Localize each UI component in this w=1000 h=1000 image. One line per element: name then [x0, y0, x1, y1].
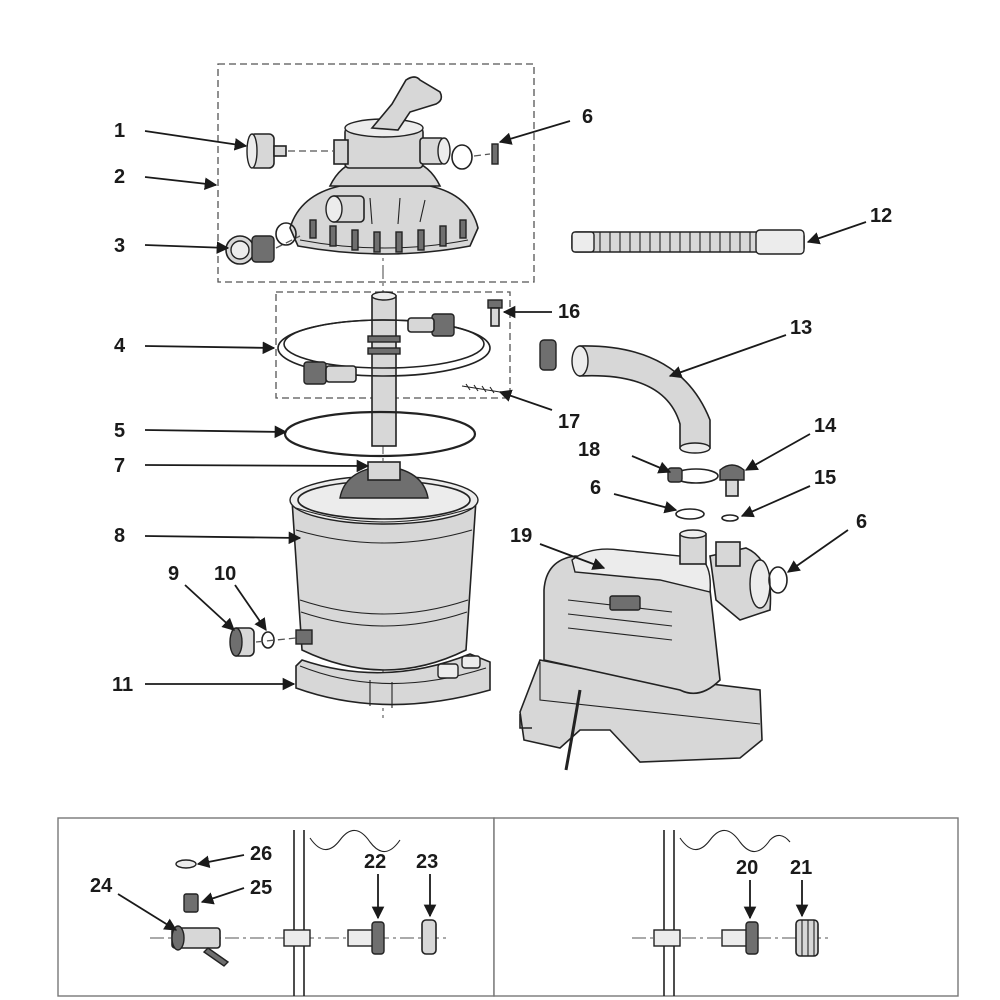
label-21: 21	[790, 857, 812, 879]
label-13: 13	[790, 317, 812, 339]
label-14: 14	[814, 415, 837, 437]
right-panel-drawing	[632, 829, 832, 996]
label-19: 19	[510, 525, 532, 547]
label-15: 15	[814, 467, 836, 489]
multiport-valve	[289, 76, 479, 255]
left-panel-drawing	[150, 829, 450, 996]
o-ring-port	[275, 222, 297, 246]
right-detail-panel	[493, 817, 959, 997]
washer-15	[721, 514, 739, 522]
label-6b: 6	[590, 477, 601, 499]
label-6c: 6	[856, 511, 867, 533]
pressure-gauge	[225, 235, 301, 265]
clamp-assembly	[277, 291, 491, 447]
callout-labels: 1 2 3 4 5 6 6 6 7 8 9 10 11 12 13 14 15 …	[90, 106, 892, 899]
clamp-bolt	[487, 299, 503, 327]
o-ring-valve	[451, 144, 473, 170]
drain-cap	[229, 627, 255, 657]
label-1: 1	[114, 120, 125, 142]
label-5: 5	[114, 420, 125, 442]
label-12: 12	[870, 205, 892, 227]
leader-lines	[117, 120, 867, 931]
label-17: 17	[558, 411, 580, 433]
o-ring-mid	[675, 508, 705, 520]
label-11: 11	[112, 674, 133, 696]
label-22: 22	[364, 851, 386, 873]
hose-fitting	[539, 339, 557, 371]
left-detail-panel	[57, 817, 495, 997]
label-6a: 6	[582, 106, 593, 128]
label-20: 20	[736, 857, 758, 879]
valve-group-box	[217, 63, 535, 283]
hose-clamp	[667, 467, 719, 484]
label-26: 26	[250, 843, 272, 865]
label-25: 25	[250, 877, 272, 899]
o-ring-pump	[768, 566, 788, 594]
gauge-plug	[246, 133, 334, 169]
label-2: 2	[114, 166, 125, 188]
label-16: 16	[558, 301, 580, 323]
label-3: 3	[114, 235, 125, 257]
filter-tank	[289, 461, 479, 671]
label-24: 24	[90, 875, 113, 897]
filter-base	[295, 653, 491, 708]
air-release-valve	[719, 464, 745, 497]
pump	[519, 529, 772, 771]
label-23: 23	[416, 851, 438, 873]
label-9: 9	[168, 563, 179, 585]
label-7: 7	[114, 455, 125, 477]
clamp-screw	[461, 383, 501, 394]
label-8: 8	[114, 525, 125, 547]
washer-6	[491, 143, 499, 165]
drain-o-ring	[261, 631, 275, 649]
hose	[571, 229, 805, 255]
label-4: 4	[114, 335, 126, 357]
label-18: 18	[578, 439, 600, 461]
elbow-hose	[571, 345, 711, 454]
label-10: 10	[214, 563, 236, 585]
